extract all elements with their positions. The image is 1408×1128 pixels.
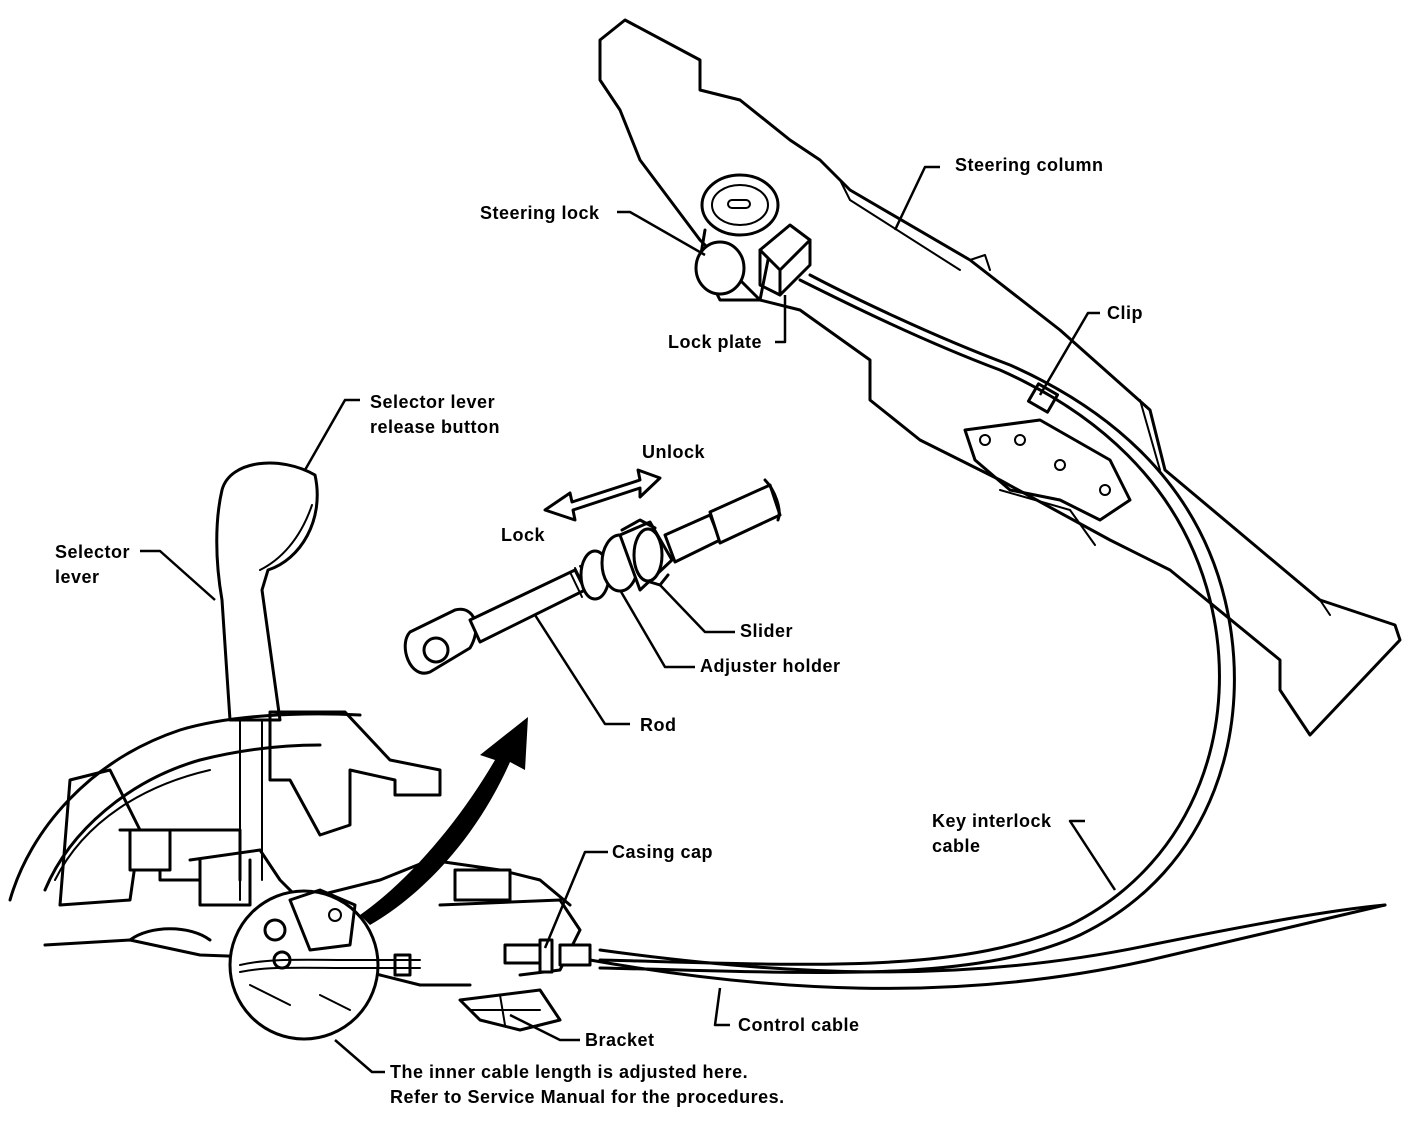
steering-column [598,18,1402,737]
label-lock: Lock [501,525,546,545]
label-steering-lock: Steering lock [480,203,600,223]
rod-detail [403,478,782,675]
label-unlock: Unlock [642,442,706,462]
label-selector-release-1: Selector lever [370,392,495,412]
label-slider: Slider [740,621,793,641]
label-adjuster-holder: Adjuster holder [700,656,841,676]
label-casing-cap: Casing cap [612,842,713,862]
steering-lock [694,173,780,302]
direction-arrow [360,717,528,925]
label-clip: Clip [1107,303,1143,323]
leader-lines [140,165,1117,1074]
casing-cap-bracket [393,938,592,1032]
label-selector-lever-2: lever [55,567,100,587]
key-interlock-cable [598,273,1236,975]
shifter-housing [8,710,582,987]
lock-plate [758,223,812,297]
lock-unlock-arrow [543,468,662,522]
label-steering-column: Steering column [955,155,1104,175]
label-key-interlock-1: Key interlock [932,811,1052,831]
labels: Steering column Steering lock Clip Lock … [55,155,1143,1107]
selector-lever [215,461,319,901]
label-bracket: Bracket [585,1030,655,1050]
label-key-interlock-2: cable [932,836,981,856]
label-control-cable: Control cable [738,1015,860,1035]
label-selector-lever-1: Selector [55,542,130,562]
label-rod: Rod [640,715,677,735]
adjust-circle [228,888,421,1041]
clip-bracket [963,382,1132,546]
label-lock-plate: Lock plate [668,332,762,352]
label-note-2: Refer to Service Manual for the procedur… [390,1087,785,1107]
label-note-1: The inner cable length is adjusted here. [390,1062,748,1082]
control-cable [588,903,1387,990]
label-selector-release-2: release button [370,417,500,437]
